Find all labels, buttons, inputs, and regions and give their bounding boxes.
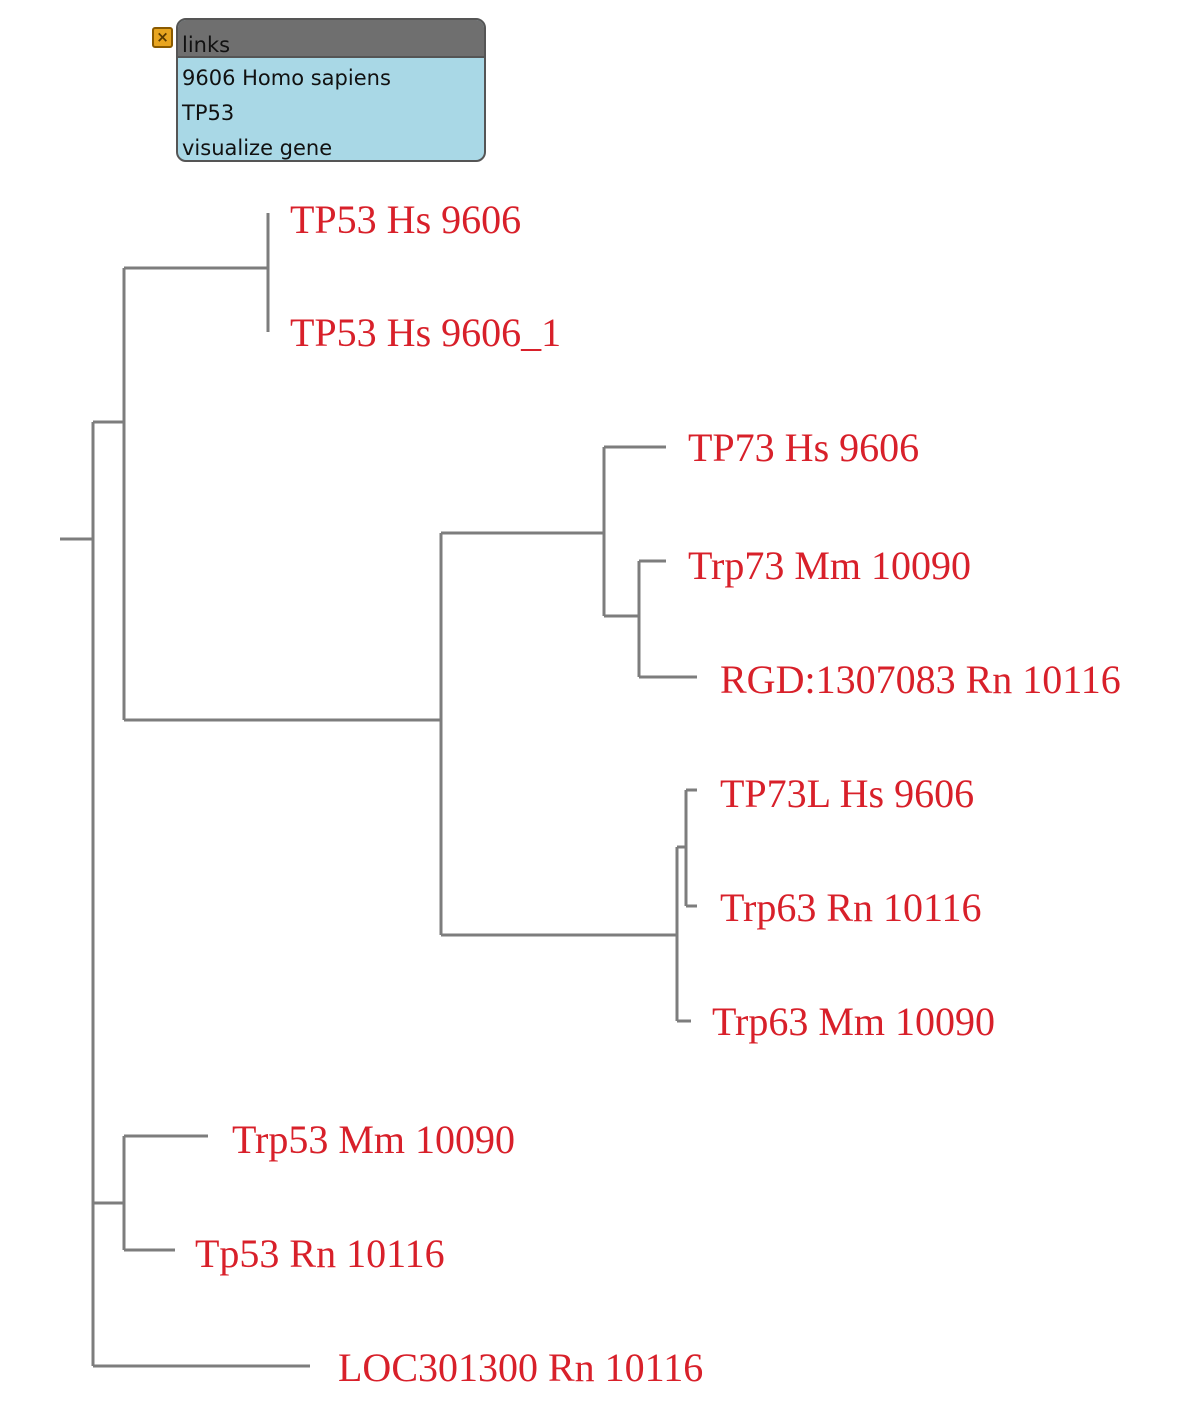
leaf-label-loc301300-rn-10116[interactable]: LOC301300 Rn 10116 [338,1345,704,1390]
leaf-label-trp63-rn-10116[interactable]: Trp63 Rn 10116 [720,885,982,930]
popup-title-bar[interactable]: links [178,20,484,58]
leaf-label-trp53-mm-10090[interactable]: Trp53 Mm 10090 [232,1117,516,1162]
close-icon[interactable]: × [152,27,173,48]
leaf-label-tp53-hs-9606[interactable]: TP53 Hs 9606 [290,197,522,242]
leaf-label-tp53-hs-9606-1[interactable]: TP53 Hs 9606_1 [290,310,562,355]
popup-item-visualize[interactable]: visualize gene [182,136,333,160]
leaf-label-trp73-mm-10090[interactable]: Trp73 Mm 10090 [688,543,972,588]
links-popup: links 9606 Homo sapiens TP53 visualize g… [176,18,486,162]
leaf-label-rgd1307083-rn-10116[interactable]: RGD:1307083 Rn 10116 [720,657,1121,702]
leaf-label-tp53-rn-10116[interactable]: Tp53 Rn 10116 [195,1231,445,1276]
leaf-label-tp73l-hs-9606[interactable]: TP73L Hs 9606 [720,771,975,816]
popup-item-gene[interactable]: TP53 [182,101,235,125]
popup-item-organism[interactable]: 9606 Homo sapiens [182,66,391,90]
leaf-label-trp63-mm-10090[interactable]: Trp63 Mm 10090 [712,999,996,1044]
popup-title: links [182,33,231,57]
leaf-label-tp73-hs-9606[interactable]: TP73 Hs 9606 [688,425,920,470]
